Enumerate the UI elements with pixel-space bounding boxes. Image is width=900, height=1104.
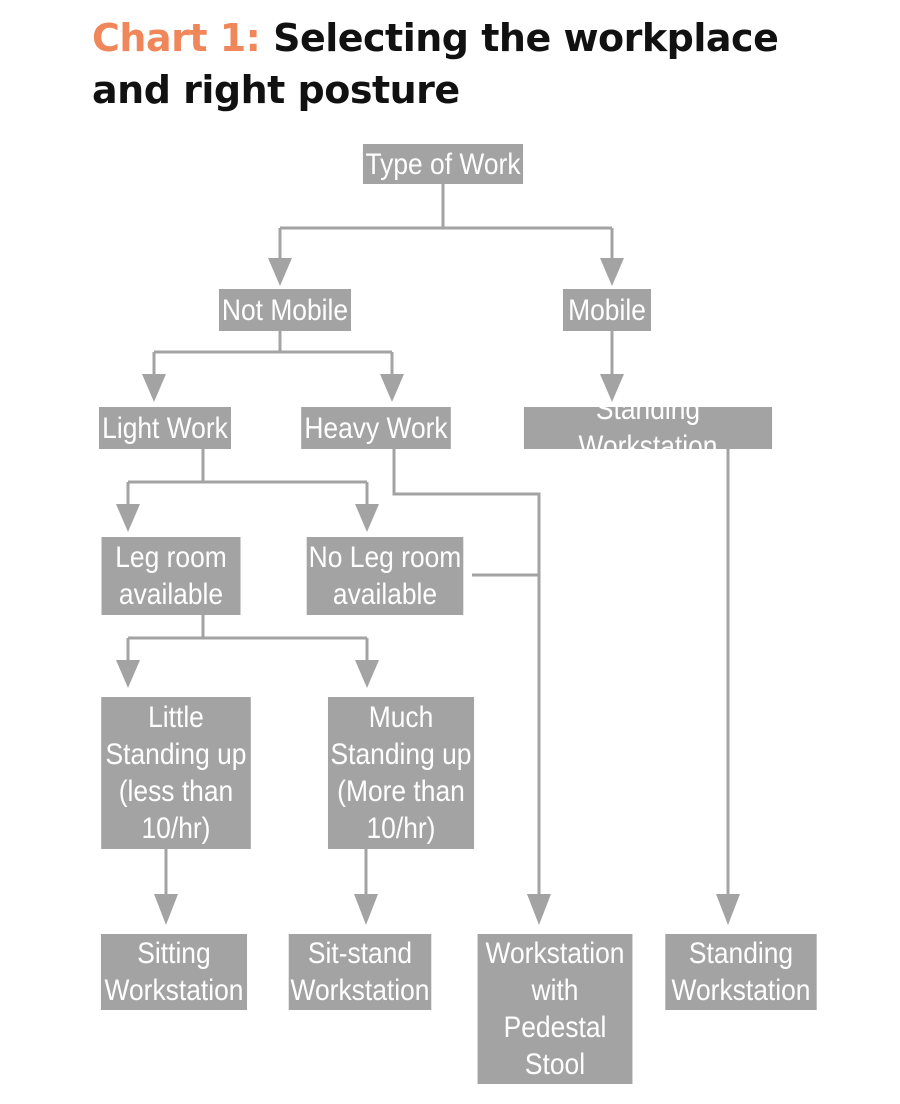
arrow-to-sit-stand (354, 894, 378, 925)
node-light-work: Light Work (99, 407, 231, 449)
arrow-to-sitting (154, 894, 178, 925)
arrow-to-pedestal (527, 894, 551, 925)
node-not-mobile: Not Mobile (219, 289, 351, 331)
connector-notmobile-split (152, 330, 394, 378)
arrow-to-mobile (600, 258, 624, 286)
node-sitting-workstation: Sitting Workstation (100, 934, 248, 1010)
node-standing-workstation-top: Standing Workstation (523, 393, 773, 463)
arrow-to-standing-top (600, 374, 624, 402)
arrow-to-much-standing (355, 660, 379, 688)
arrow-to-light-work (142, 374, 166, 402)
connector-light-split (126, 448, 369, 508)
node-standing-workstation-bottom: Standing Workstation (665, 934, 817, 1010)
arrow-to-not-mobile (268, 258, 292, 286)
chart-title: Chart 1: Selecting the workplace and rig… (92, 12, 872, 116)
node-heavy-work: Heavy Work (301, 407, 451, 449)
node-much-standing: Much Standing up (More than 10/hr) (327, 697, 475, 849)
node-mobile: Mobile (563, 289, 651, 331)
node-leg-room-available: Leg room available (101, 537, 241, 615)
connector-type-to-split (278, 182, 614, 262)
node-type-of-work: Type of Work (362, 144, 524, 184)
arrow-to-standing-bottom (716, 894, 740, 925)
node-little-standing: Little Standing up (less than 10/hr) (101, 697, 251, 849)
connector-heavy-pedestal (392, 448, 541, 898)
arrow-to-heavy-work (380, 374, 404, 402)
chart-title-prefix: Chart 1: (92, 16, 261, 60)
arrow-to-leg-room (116, 504, 140, 532)
node-sit-stand-workstation: Sit-stand Workstation (288, 934, 432, 1010)
chart-title-text: Selecting the workplace and right postur… (92, 16, 779, 112)
arrow-to-little-standing (116, 660, 140, 688)
node-no-leg-room-available: No Leg room available (306, 537, 464, 615)
node-pedestal-stool-workstation: Workstation with Pedestal Stool (477, 934, 633, 1084)
arrow-to-no-leg-room (355, 504, 379, 532)
connector-legroom-split (126, 614, 369, 664)
